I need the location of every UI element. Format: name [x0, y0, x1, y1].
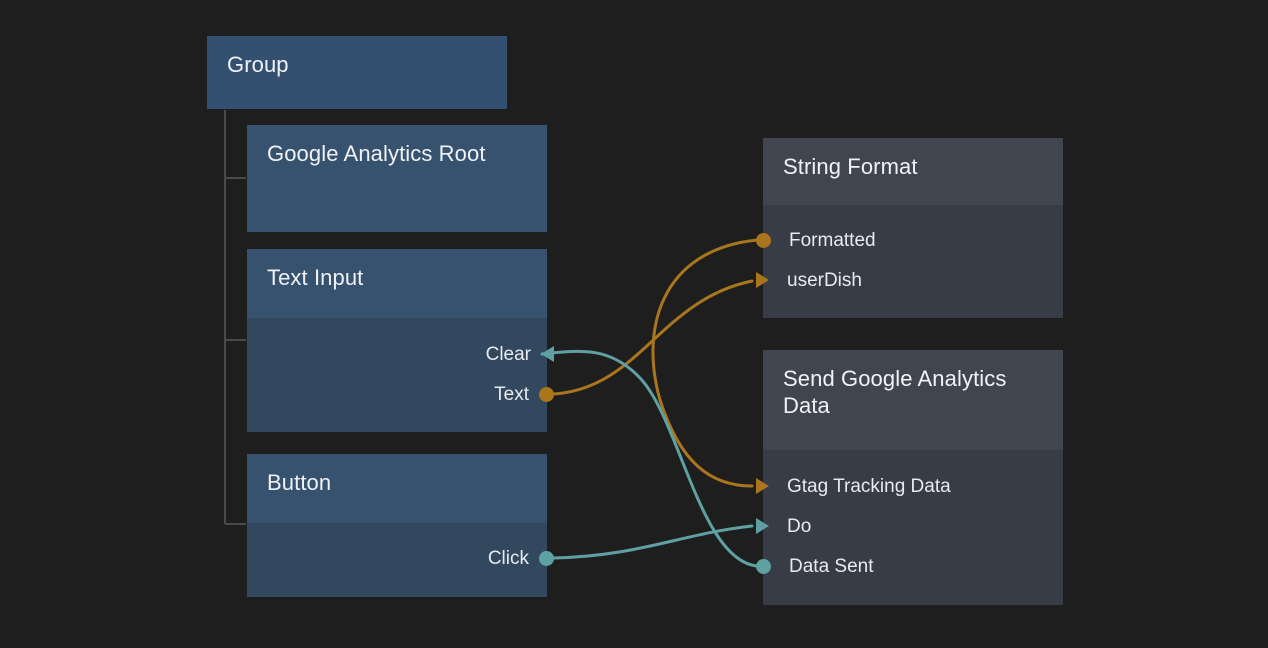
port-dot-icon-text[interactable] [539, 386, 554, 402]
node-group[interactable]: Group [207, 36, 507, 109]
port-dot-icon-formatted[interactable] [756, 232, 771, 248]
node-title-text-input: Text Input [267, 265, 364, 290]
port-label-clear: Clear [485, 343, 531, 365]
node-title-ga-root: Google Analytics Root [267, 141, 486, 166]
port-label-formatted: Formatted [789, 229, 876, 251]
node-header-ga-root[interactable]: Google Analytics Root [247, 125, 547, 232]
port-gtag-tracking-data[interactable]: Gtag Tracking Data [756, 475, 951, 497]
node-body-button: Click [247, 523, 554, 597]
node-title-group: Group [227, 52, 289, 77]
port-data-sent[interactable]: Data Sent [756, 555, 874, 577]
port-clear[interactable]: Clear [486, 343, 554, 365]
node-header-send-ga-data[interactable]: Send Google Analytics Data [763, 350, 1063, 450]
wire-formatted-to-gtag[interactable] [651, 238, 759, 488]
port-label-data-sent: Data Sent [789, 555, 874, 577]
port-do[interactable]: Do [756, 515, 811, 537]
port-click[interactable]: Click [488, 547, 554, 569]
node-header-button[interactable]: Button [247, 454, 547, 523]
port-text[interactable]: Text [494, 383, 554, 405]
port-arrow-icon-gtag-tracking-data[interactable] [756, 478, 769, 494]
node-body-string-format: Formatted userDish [756, 205, 1063, 318]
port-arrow-icon-userdish[interactable] [756, 272, 769, 288]
port-arrow-icon-do[interactable] [756, 518, 769, 534]
node-title-button: Button [267, 470, 332, 495]
port-dot-icon-click[interactable] [539, 550, 554, 566]
node-title-send-ga-data: Send Google Analytics Data [783, 366, 1007, 418]
port-arrow-left-icon-clear[interactable] [541, 346, 554, 362]
port-label-do: Do [787, 515, 812, 537]
port-label-text: Text [494, 383, 529, 405]
port-dot-icon-data-sent[interactable] [756, 558, 771, 574]
wire-click-to-do[interactable] [552, 524, 754, 560]
port-label-gtag-tracking-data: Gtag Tracking Data [787, 475, 951, 497]
wire-text-to-userdish[interactable] [552, 279, 754, 396]
port-userdish[interactable]: userDish [756, 269, 862, 291]
port-label-userdish: userDish [787, 269, 862, 291]
port-formatted[interactable]: Formatted [756, 229, 876, 251]
node-title-string-format: String Format [783, 154, 918, 179]
node-header-string-format[interactable]: String Format [763, 138, 1063, 205]
port-label-click: Click [487, 547, 529, 569]
wire-datasent-to-clear[interactable] [540, 349, 759, 568]
node-header-text-input[interactable]: Text Input [247, 249, 547, 318]
node-ga-root[interactable]: Google Analytics Root [247, 125, 547, 232]
